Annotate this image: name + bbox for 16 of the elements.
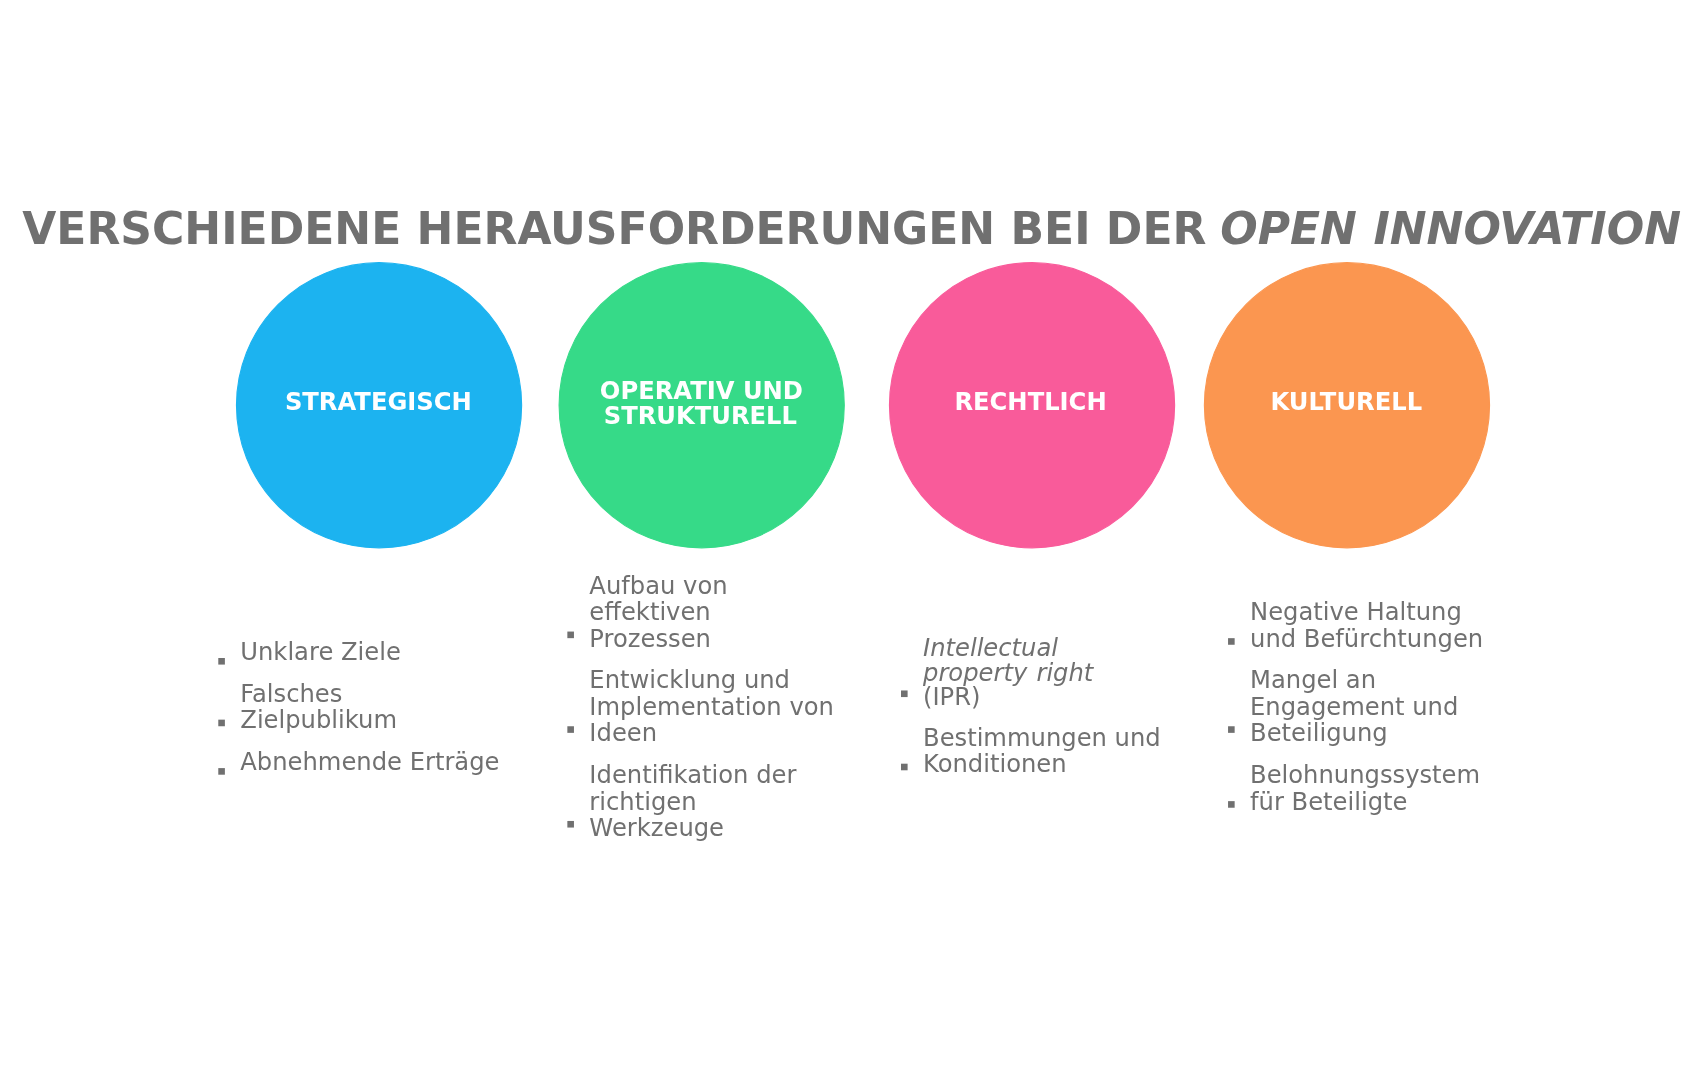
node-label: Negative Haltung und Befürchtungen <box>1250 598 1484 653</box>
node-label: Intellectual property right (IPR) <box>923 634 1094 711</box>
node-label: Identifikation der richtigen Werkzeuge <box>589 761 797 842</box>
diagram-title: VERSCHIEDENE HERAUSFORDERUNGEN BEI DER OPEN INNOVATION <box>22 202 1681 254</box>
node-label: Falsches Zielpublikum <box>240 679 398 735</box>
node-label: Mangel an Engagement und Beteiligung <box>1250 666 1459 748</box>
node-circle: RECHTLICH <box>888 262 1176 549</box>
node-circle: OPERATIV UND STRUKTURELL <box>558 262 845 549</box>
node-circle: STRATEGISCH <box>235 262 523 549</box>
node-label: Belohnungssystem für Beteiligte <box>1250 761 1481 816</box>
node-label: Aufbau von effektiven Prozessen <box>589 571 728 653</box>
node-circle: KULTURELL <box>1203 262 1491 549</box>
node-label: Unklare Ziele <box>240 637 401 666</box>
node-label: Abnehmende Erträge <box>240 747 500 776</box>
node-label: Entwicklung und Implementation von Ideen <box>589 666 834 748</box>
node-label: Bestimmungen und Konditionen <box>923 723 1161 779</box>
